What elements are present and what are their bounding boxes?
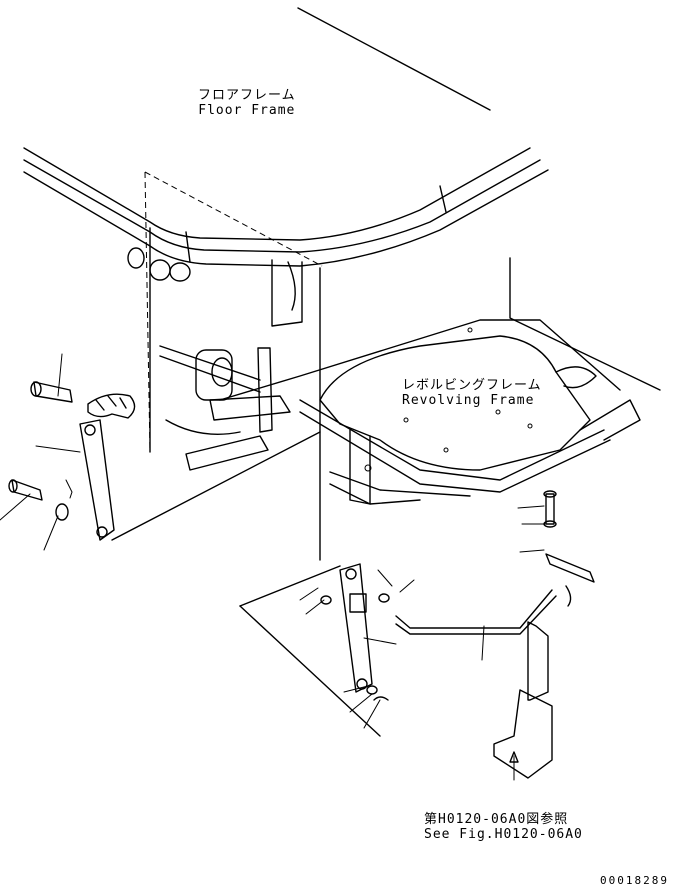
left-lever-assembly — [0, 353, 136, 551]
floor-frame-label: フロアフレーム Floor Frame — [198, 88, 296, 118]
reference-label-jp: 第H0120-06A0図参照 — [424, 812, 569, 827]
drawing-number: 00018289 — [600, 874, 669, 887]
revolving-frame-label: レボルビングフレーム Revolving Frame — [402, 378, 542, 408]
floor-frame — [23, 7, 549, 561]
floor-frame-label-en: Floor Frame — [198, 103, 296, 118]
right-lever-assembly — [239, 490, 595, 781]
revolving-frame-label-en: Revolving Frame — [402, 393, 535, 408]
revolving-frame-label-jp: レボルビングフレーム — [402, 378, 542, 393]
floor-frame-label-jp: フロアフレーム — [198, 88, 296, 103]
reference-label-en: See Fig.H0120-06A0 — [424, 827, 583, 842]
reference-label: 第H0120-06A0図参照 See Fig.H0120-06A0 — [424, 812, 583, 842]
revolving-frame — [159, 257, 661, 505]
